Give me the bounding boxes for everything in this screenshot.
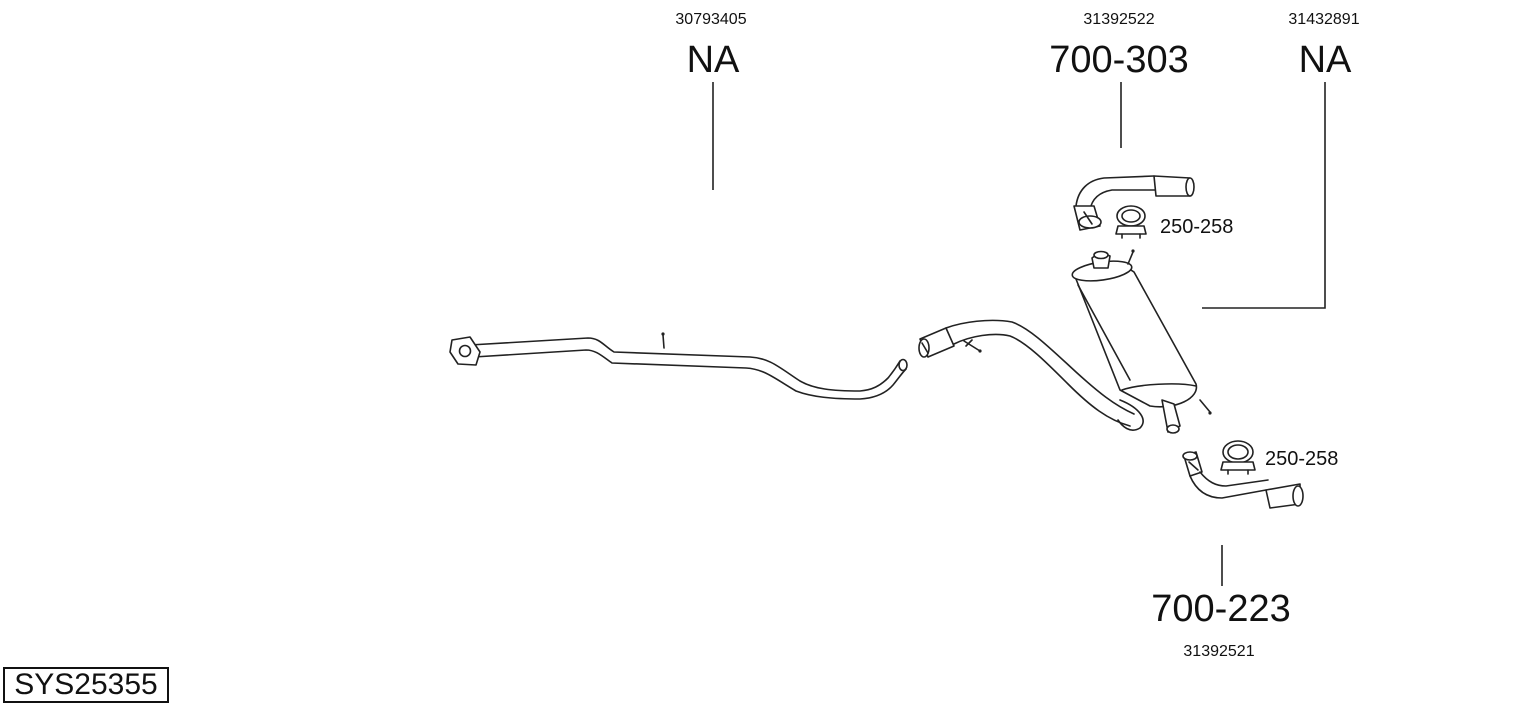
system-code-box: SYS25355 [3, 667, 169, 703]
part-2-oem: 31392522 [1083, 11, 1154, 28]
part-2-number[interactable]: 700-303 [1049, 39, 1188, 81]
part-1-number[interactable]: NA [687, 39, 740, 81]
clamp-1-number[interactable]: 250-258 [1160, 216, 1233, 238]
upper-tailpipe[interactable] [1073, 175, 1195, 231]
rear-muffler-assembly[interactable] [918, 249, 1212, 434]
front-pipe[interactable] [449, 332, 908, 400]
part-3-oem: 31432891 [1288, 11, 1359, 28]
clamp-2-number[interactable]: 250-258 [1265, 448, 1338, 470]
part-1-oem: 30793405 [675, 11, 746, 28]
clamp-upper[interactable] [1115, 205, 1147, 239]
part-4-number[interactable]: 700-223 [1151, 588, 1290, 630]
part-3-leader [1202, 82, 1326, 309]
lower-tailpipe[interactable] [1182, 451, 1304, 509]
part-3-number[interactable]: NA [1299, 39, 1352, 81]
part-4-oem: 31392521 [1183, 643, 1254, 660]
clamp-lower[interactable] [1220, 440, 1256, 475]
